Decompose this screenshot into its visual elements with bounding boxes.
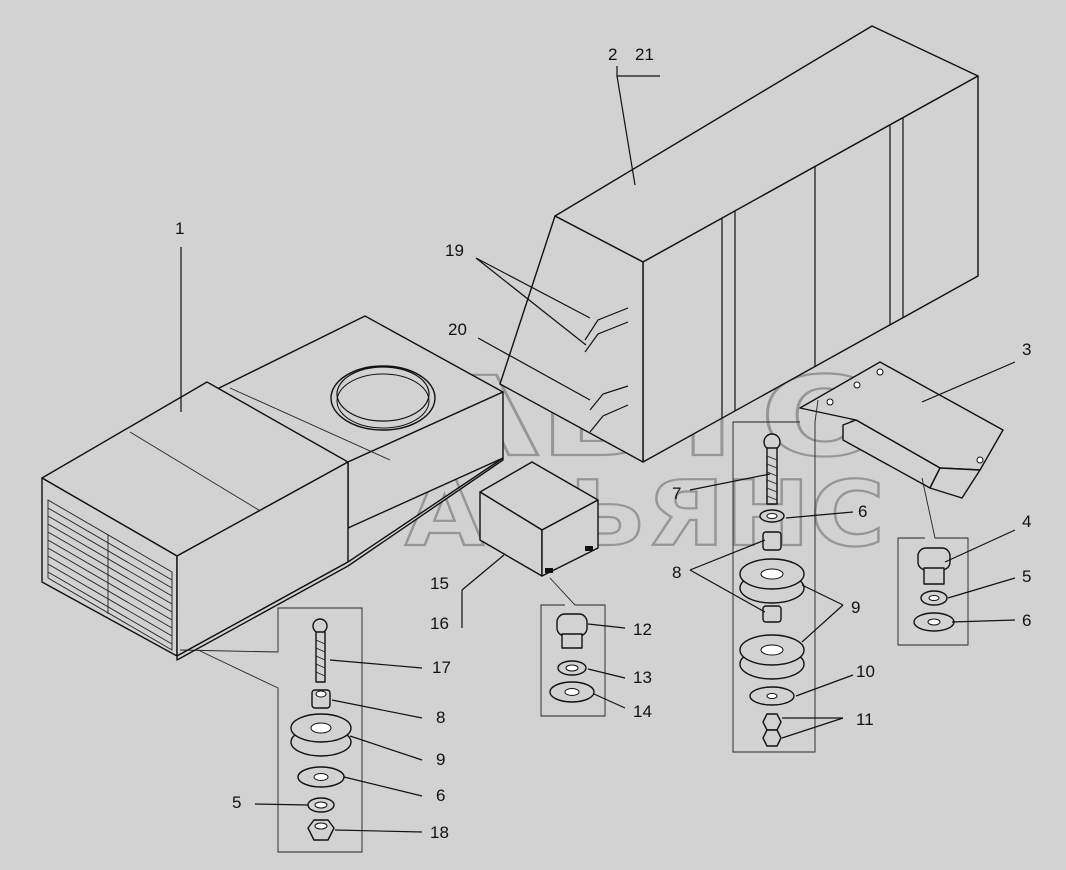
- fastener-set-center: [732, 399, 819, 753]
- callout-13: 13: [633, 668, 652, 687]
- callout-4: 4: [1022, 512, 1031, 531]
- callout-15: 15: [430, 574, 449, 593]
- callout-6-right: 6: [1022, 611, 1031, 630]
- callout-20: 20: [448, 320, 467, 339]
- grille: [47, 499, 173, 651]
- callout-7: 7: [672, 484, 681, 503]
- callout-6-center: 6: [858, 502, 867, 521]
- callout-19: 19: [445, 241, 464, 260]
- fastener-set-middle: [540, 577, 606, 717]
- leader-lines: [180, 66, 1016, 833]
- part-1-unit: [41, 315, 504, 661]
- callout-5-right: 5: [1022, 567, 1031, 586]
- fastener-set-right: [897, 477, 969, 646]
- callout-8-left: 8: [436, 708, 445, 727]
- callout-9-center: 9: [851, 598, 860, 617]
- part-2-housing: [499, 25, 979, 463]
- callout-1: 1: [175, 219, 184, 238]
- callout-6-left: 6: [436, 786, 445, 805]
- callout-9-left: 9: [436, 750, 445, 769]
- callout-2: 2: [608, 45, 617, 64]
- callout-18: 18: [430, 823, 449, 842]
- callout-11: 11: [856, 710, 874, 729]
- tubes: [584, 307, 629, 433]
- part-15-cube: [479, 461, 599, 577]
- callout-10: 10: [856, 662, 875, 681]
- callouts: 1 2 21 3 4 5 6 6 7 8 9 10 11 12 13 14 15…: [175, 45, 1031, 842]
- callout-21: 21: [635, 45, 654, 64]
- fastener-set-left: [179, 607, 363, 853]
- callout-5-left: 5: [232, 793, 241, 812]
- callout-16: 16: [430, 614, 449, 633]
- callout-14: 14: [633, 702, 652, 721]
- top-ring: [330, 365, 436, 431]
- callout-17: 17: [432, 658, 451, 677]
- part-3-bracket: [799, 361, 1004, 499]
- callout-12: 12: [633, 620, 652, 639]
- callout-8-center: 8: [672, 563, 681, 582]
- callout-3: 3: [1022, 340, 1031, 359]
